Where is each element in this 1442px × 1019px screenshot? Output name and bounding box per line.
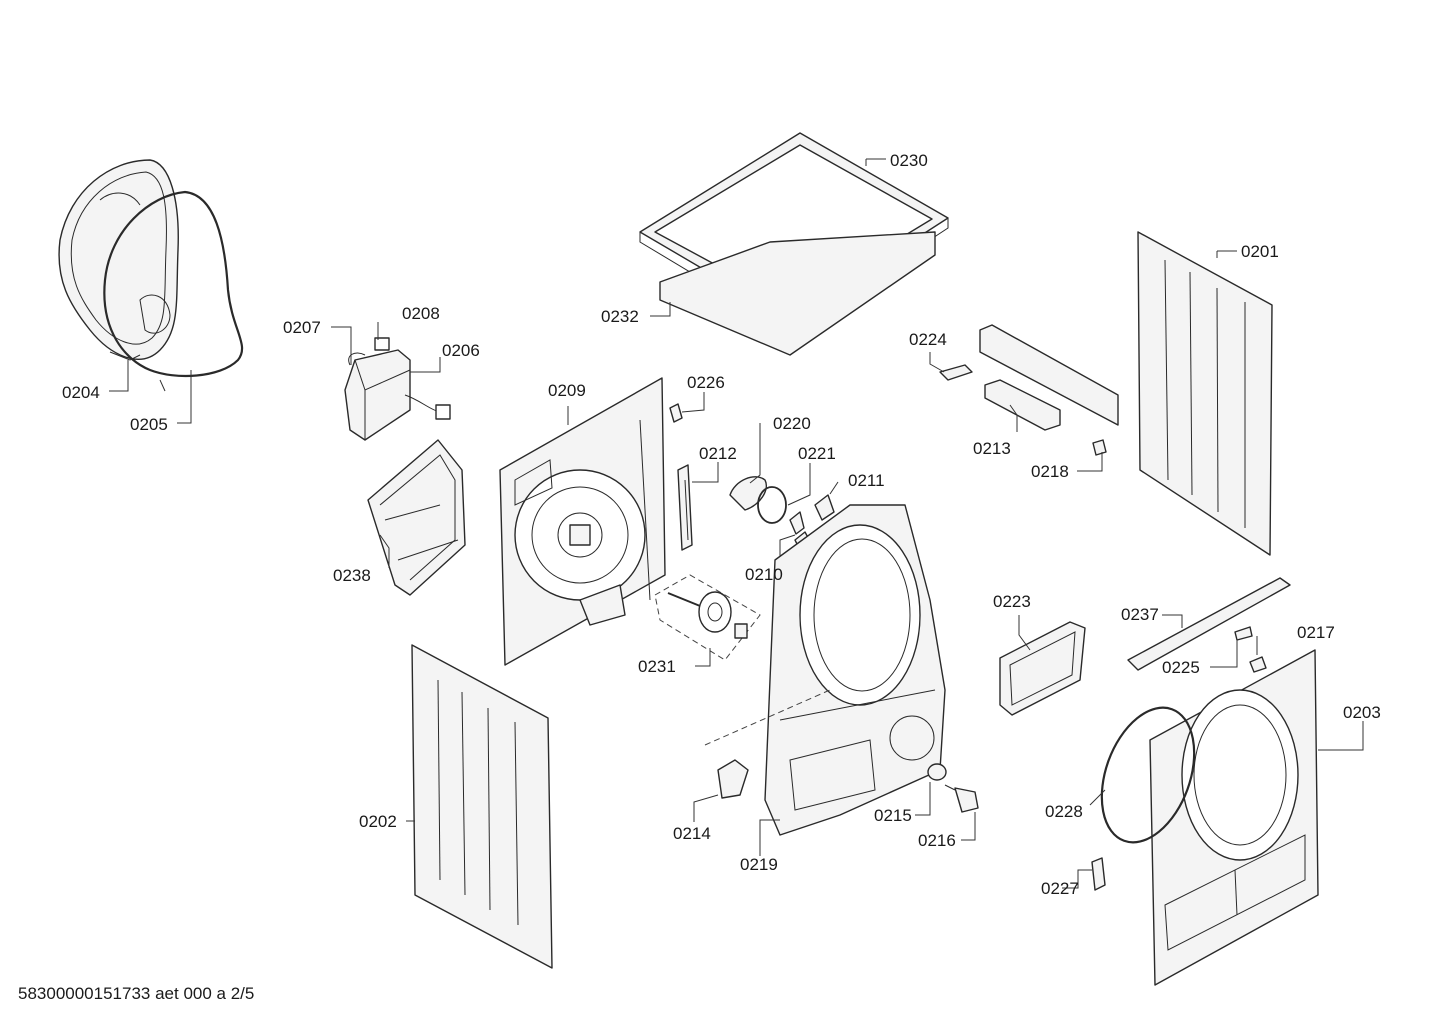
label-0237: 0237: [1121, 605, 1159, 624]
door-gasket-drawing: [103, 190, 244, 378]
label-0218: 0218: [1031, 462, 1069, 481]
label-0238: 0238: [333, 566, 371, 585]
label-0205: 0205: [130, 415, 168, 434]
document-code: 58300000151733 aet 000 a 2/5: [18, 984, 254, 1003]
label-0202: 0202: [359, 812, 397, 831]
bearing-shield-drawing: [704, 504, 946, 836]
front-panel-drawing: [1149, 649, 1319, 986]
air-duct-drawing: [367, 439, 466, 596]
side-panel-right-drawing: [1137, 231, 1273, 556]
label-0221: 0221: [798, 444, 836, 463]
label-0203: 0203: [1343, 703, 1381, 722]
control-panel-bracket-drawing: [939, 324, 1119, 456]
thermostat-parts-drawing: [729, 476, 835, 551]
label-0215: 0215: [874, 806, 912, 825]
label-0219: 0219: [740, 855, 778, 874]
label-0225: 0225: [1162, 658, 1200, 677]
lint-filter-drawing: [999, 621, 1086, 716]
label-0220: 0220: [773, 414, 811, 433]
label-0231: 0231: [638, 657, 676, 676]
rear-panel-drawing: [499, 377, 666, 666]
label-0201: 0201: [1241, 242, 1279, 261]
label-0223: 0223: [993, 592, 1031, 611]
label-0228: 0228: [1045, 802, 1083, 821]
leader-lines: [109, 158, 1364, 889]
label-0226: 0226: [687, 373, 725, 392]
label-0214: 0214: [673, 824, 711, 843]
label-0230: 0230: [890, 151, 928, 170]
label-0227: 0227: [1041, 879, 1079, 898]
label-0217: 0217: [1297, 623, 1335, 642]
small-bracket-drawing: [669, 403, 683, 423]
top-cover-insulation-drawing: [659, 231, 936, 356]
control-module-drawing: [344, 337, 451, 441]
hinge-bracket-drawing: [717, 759, 749, 799]
label-0216: 0216: [918, 831, 956, 850]
label-0211: 0211: [848, 471, 885, 490]
label-0224: 0224: [909, 330, 947, 349]
label-0204: 0204: [62, 383, 100, 402]
label-0208: 0208: [402, 304, 440, 323]
label-0206: 0206: [442, 341, 480, 360]
side-panel-left-drawing: [411, 644, 553, 969]
label-0207: 0207: [283, 318, 321, 337]
fan-wheel-assembly-drawing: [654, 574, 761, 661]
rail-strip-drawing: [677, 464, 693, 551]
latch-drawing: [1091, 857, 1106, 891]
door-seal-drawing: [1100, 706, 1196, 844]
label-0209: 0209: [548, 381, 586, 400]
front-strip-drawing: [1127, 577, 1291, 673]
knob-drawing: [927, 763, 947, 781]
pump-plug-drawing: [944, 784, 979, 813]
label-0232: 0232: [601, 307, 639, 326]
label-0210: 0210: [745, 565, 783, 584]
label-0212: 0212: [699, 444, 737, 463]
label-0213: 0213: [973, 439, 1011, 458]
door-seal-ring-drawing: [58, 159, 179, 361]
